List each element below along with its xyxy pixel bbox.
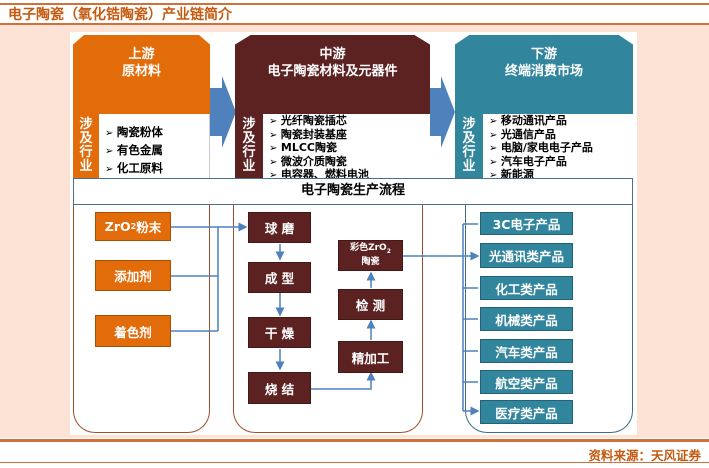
step-finishing: 精加工: [338, 341, 403, 373]
downstream-list: 移动通讯产品 光通信产品 电脑/家电电子产品 汽车电子产品 新能源: [483, 114, 633, 181]
list-item: 电脑/家电电子产品: [489, 142, 633, 156]
upstream-header: 上游 原材料: [73, 35, 210, 114]
midstream-header: 中游 电子陶瓷材料及元器件: [235, 35, 430, 114]
footer-rule: [0, 439, 709, 442]
product-colored-zro2-ceramic: 彩色ZrO2 陶瓷: [338, 240, 403, 271]
upstream-list: 陶瓷粉体 有色金属 化工原料: [99, 114, 210, 179]
downstream-side-label: 涉及行业: [455, 114, 483, 179]
list-item: 陶瓷封装基座: [269, 128, 430, 143]
step-inspection: 检 测: [338, 289, 403, 320]
output-product: 医疗类产品: [480, 400, 573, 424]
list-item: MLCC陶瓷: [269, 142, 430, 156]
downstream-header: 下游 终端消费市场: [455, 35, 633, 114]
connector: [463, 223, 478, 411]
top-rule: [0, 3, 709, 5]
midstream-title: 中游: [319, 47, 346, 62]
list-item: 光纤陶瓷插芯: [269, 114, 430, 129]
downstream-title: 下游: [530, 47, 557, 62]
page-title: 电子陶瓷（氧化锆陶瓷）产业链简介: [8, 7, 232, 23]
connector: [310, 371, 376, 390]
midstream-side-label: 涉及行业: [235, 114, 263, 179]
input-additive: 添加剂: [95, 260, 171, 291]
bottom-rule: [0, 462, 709, 463]
output-product: 化工类产品: [480, 276, 573, 300]
output-product: 机械类产品: [480, 307, 573, 331]
step-drying: 干 燥: [248, 317, 311, 348]
output-product: 光通讯类产品: [480, 243, 573, 268]
source-note: 资料来源：天风证券: [588, 448, 701, 463]
upstream-title: 上游: [128, 47, 155, 62]
step-sintering: 烧 结: [248, 372, 311, 404]
title-rule: [0, 23, 709, 25]
upstream-subtitle: 原材料: [121, 64, 161, 79]
arrow-mid-to-down: [429, 76, 455, 148]
step-forming: 成 型: [248, 262, 311, 293]
list-item: 微波介质陶瓷: [269, 155, 430, 170]
process-title: 电子陶瓷生产流程: [73, 178, 633, 205]
list-item: 移动通讯产品: [489, 114, 633, 129]
midstream-list: 光纤陶瓷插芯 陶瓷封装基座 MLCC陶瓷 微波介质陶瓷 电容器、燃料电池: [263, 114, 430, 181]
inputs-panel: [73, 205, 210, 433]
process-panel: [233, 205, 423, 433]
output-product: 汽车类产品: [480, 339, 573, 363]
list-item: 光通信产品: [489, 128, 633, 143]
connector: [170, 227, 219, 332]
step-ball-milling: 球 磨: [248, 212, 311, 243]
input-colorant: 着色剂: [95, 315, 171, 347]
list-item: 陶瓷粉体: [105, 124, 209, 142]
list-item: 汽车电子产品: [489, 155, 633, 170]
output-product: 3C电子产品: [480, 212, 573, 235]
upstream-side-label: 涉及行业: [73, 114, 99, 179]
list-item: 电容器、燃料电池: [269, 169, 430, 183]
midstream-subtitle: 电子陶瓷材料及元器件: [267, 64, 398, 79]
downstream-subtitle: 终端消费市场: [504, 64, 583, 79]
arrow-up-to-mid: [210, 76, 236, 148]
output-product: 航空类产品: [480, 370, 573, 394]
list-item: 化工原料: [105, 160, 209, 178]
list-item: 有色金属: [105, 142, 209, 160]
list-item: 新能源: [489, 169, 633, 183]
